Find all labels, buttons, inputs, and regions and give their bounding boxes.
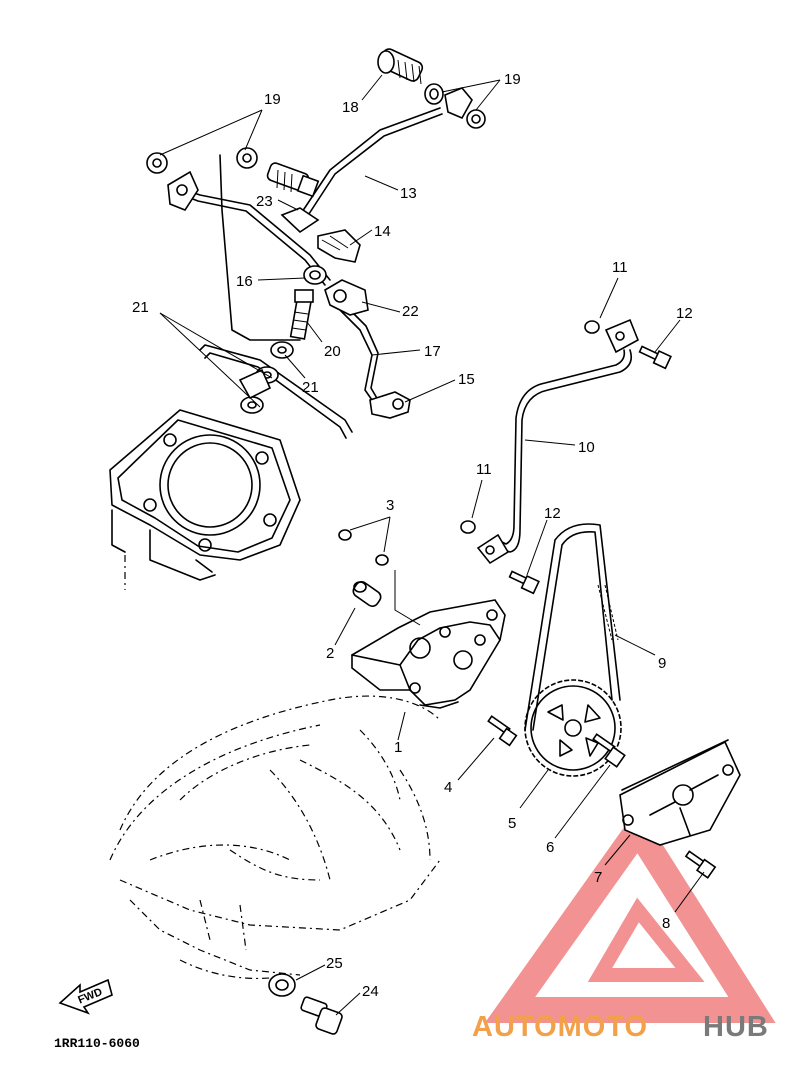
watermark-triangle-outer	[484, 806, 776, 1023]
banjo-fitting-15	[369, 391, 411, 419]
washer-23	[280, 207, 320, 234]
watermark-text-secondary: HUB	[703, 1011, 769, 1043]
diagram-code: 1RR110-6060	[54, 1036, 140, 1051]
washer-25	[268, 973, 296, 997]
o-ring-11b	[460, 520, 476, 534]
oil-pump	[351, 570, 506, 709]
watermark-text-primary: AUTOMOTO	[472, 1011, 648, 1043]
callout-21b: 21	[302, 379, 319, 396]
washer-16	[303, 265, 327, 285]
crankcase-outline	[109, 695, 441, 979]
fwd-arrow: FWD	[58, 978, 113, 1015]
cylinder-outline	[109, 409, 301, 590]
watermark-triangle-inner	[587, 897, 705, 982]
callout-12b: 12	[544, 505, 561, 522]
o-ring-11a	[584, 320, 600, 334]
washer-19d	[236, 147, 258, 169]
callout-13: 13	[400, 185, 417, 202]
oil-delivery-pipe	[476, 318, 640, 565]
sprocket-cover	[619, 739, 741, 846]
union-bolt-18	[377, 48, 424, 85]
callout-11b: 11	[476, 461, 492, 478]
union-bolt-18b	[266, 162, 320, 198]
clip-22	[324, 279, 369, 316]
callout-2: 2	[326, 645, 334, 662]
callout-4: 4	[444, 779, 452, 796]
bolt-6	[592, 733, 626, 768]
callout-20: 20	[324, 343, 341, 360]
bolt-12a	[638, 345, 672, 370]
bolt-12b	[508, 570, 540, 595]
o-ring-3a	[338, 529, 352, 541]
dowel-pin	[352, 580, 382, 608]
callout-18: 18	[342, 99, 359, 116]
callout-15: 15	[458, 371, 475, 388]
watermark-logo	[484, 806, 776, 1023]
washer-19c	[146, 152, 168, 174]
callout-12a: 12	[676, 305, 693, 322]
callout-labels: 1 2 3 4 5 6 7 8 9 10 11 11 12 12 13 14 1…	[132, 71, 693, 1000]
callout-22: 22	[402, 303, 419, 320]
callout-6: 6	[546, 839, 554, 856]
union-bolt-20	[289, 289, 314, 340]
leader-lines	[159, 74, 705, 1016]
banjo-lower-left	[238, 368, 272, 400]
callout-24: 24	[362, 983, 379, 1000]
drain-bolt-24	[300, 996, 343, 1035]
drive-chain	[524, 523, 621, 731]
callout-11a: 11	[612, 259, 628, 276]
pump-drive-sprocket	[524, 679, 622, 777]
callout-25: 25	[326, 955, 343, 972]
washer-19b	[466, 109, 486, 129]
o-ring-3b	[375, 554, 389, 566]
banjo-19	[444, 87, 473, 120]
washer-19a	[424, 83, 444, 105]
callout-17: 17	[424, 343, 441, 360]
callout-21a: 21	[132, 299, 149, 316]
callout-16: 16	[236, 273, 253, 290]
bolt-4	[487, 715, 518, 747]
callout-10: 10	[578, 439, 595, 456]
clamp-14	[317, 229, 361, 263]
callout-14: 14	[374, 223, 391, 240]
callout-9: 9	[658, 655, 666, 672]
washer-21a	[270, 341, 294, 359]
callout-8: 8	[662, 915, 670, 932]
banjo-left	[167, 170, 199, 211]
bolt-8	[684, 850, 717, 879]
callout-1: 1	[394, 739, 402, 756]
callout-7: 7	[594, 869, 602, 886]
callout-3: 3	[386, 497, 394, 514]
callout-23: 23	[256, 193, 273, 210]
callout-5: 5	[508, 815, 516, 832]
callout-19a: 19	[504, 71, 521, 88]
watermark-text: AUTOMOTO HUB	[472, 1011, 769, 1043]
oil-pipe-17	[199, 154, 379, 439]
callout-19b: 19	[264, 91, 281, 108]
